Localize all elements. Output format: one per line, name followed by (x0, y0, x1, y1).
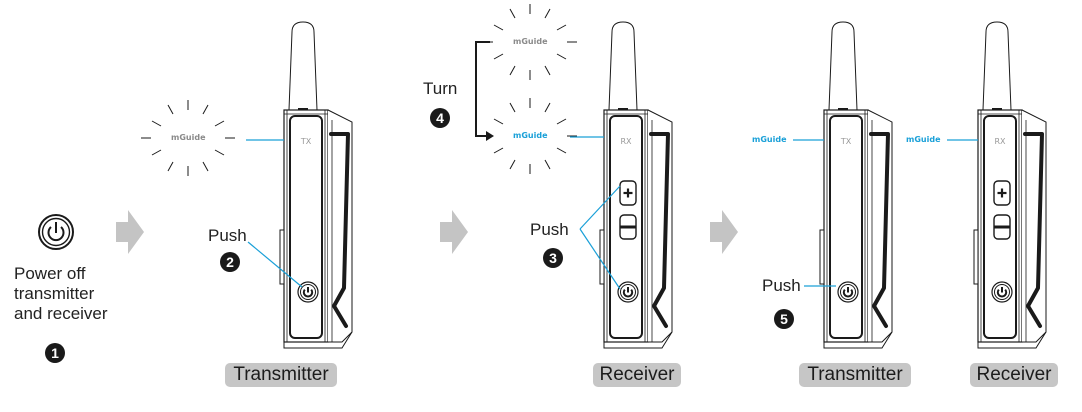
power-button-icon (297, 281, 319, 303)
tx-face-label: TX (300, 137, 312, 146)
device-label-receiver: Receiver (593, 363, 681, 387)
next-step-arrow-icon (440, 210, 468, 254)
power-button-icon (991, 281, 1013, 303)
rx-face-label: RX (620, 137, 632, 146)
tx-face-label: TX (840, 137, 852, 146)
step-3-action: Push (530, 220, 569, 239)
step-badge-2: 2 (220, 252, 240, 272)
step-1-instruction: Power off transmitter and receiver (14, 264, 124, 324)
volume-down-button-icon (618, 213, 638, 241)
step-1-line-3: and receiver (14, 304, 108, 323)
step-badge-1: 1 (45, 343, 65, 363)
mguide-indicator-label-on: mGuide (513, 131, 548, 140)
turn-arrow-icon (486, 131, 494, 141)
step-badge-5: 5 (774, 309, 794, 329)
step-badge-4: 4 (430, 108, 450, 128)
power-icon (38, 214, 74, 250)
step-1-line-2: transmitter (14, 284, 95, 303)
receiver-device: RX (972, 20, 1048, 350)
mguide-indicator-label-on: mGuide (906, 135, 941, 144)
volume-up-button-icon (992, 179, 1012, 207)
volume-up-button-icon (618, 179, 638, 207)
step-1-line-1: Power off (14, 264, 86, 283)
step-5-action: Push (762, 276, 801, 295)
step-badge-3: 3 (543, 248, 563, 268)
device-label-receiver: Receiver (970, 363, 1058, 387)
transmitter-device: TX (818, 20, 894, 350)
mguide-indicator-label-on: mGuide (752, 135, 787, 144)
rx-face-label: RX (994, 137, 1006, 146)
device-label-transmitter: Transmitter (799, 363, 911, 387)
receiver-device: RX (598, 20, 674, 350)
step-2-action: Push (208, 226, 247, 245)
device-label-transmitter: Transmitter (225, 363, 337, 387)
mguide-indicator-label-off: mGuide (513, 37, 548, 46)
volume-down-button-icon (992, 213, 1012, 241)
next-step-arrow-icon (710, 210, 738, 254)
power-button-icon (837, 281, 859, 303)
power-button-icon (617, 281, 639, 303)
step-4-action: Turn (423, 79, 458, 98)
transmitter-device: TX (278, 20, 354, 350)
next-step-arrow-icon (116, 210, 144, 254)
mguide-indicator-label: mGuide (171, 133, 206, 142)
